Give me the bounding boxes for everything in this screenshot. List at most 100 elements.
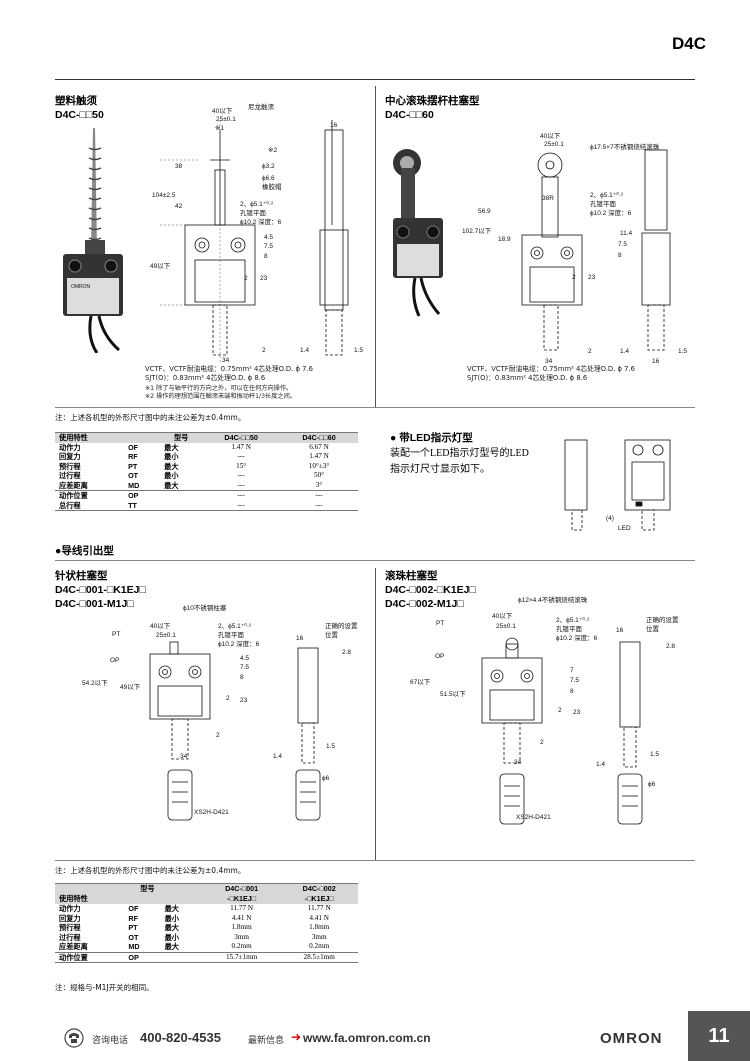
svg-text:2: 2 xyxy=(540,739,544,746)
svg-text:PT: PT xyxy=(436,620,444,627)
svg-text:16: 16 xyxy=(330,122,338,129)
plastic-title: 塑料触须 xyxy=(55,95,97,107)
svg-text:2、ϕ5.1⁺⁰·²: 2、ϕ5.1⁺⁰·² xyxy=(218,622,252,630)
spec-table-2: 型号 使用特性 D4C-□001 -□K1EJ□ D4C-□002 -□K1EJ… xyxy=(55,883,358,963)
svg-text:8: 8 xyxy=(570,688,574,695)
svg-text:2: 2 xyxy=(558,707,562,714)
footer-phone: 400-820-4535 xyxy=(140,1030,221,1045)
svg-text:23: 23 xyxy=(260,275,268,282)
svg-text:4.5: 4.5 xyxy=(240,655,249,662)
svg-text:40以下: 40以下 xyxy=(540,132,561,140)
svg-text:ϕ6: ϕ6 xyxy=(648,781,656,788)
roller-dimension-drawing: 40以下 25±0.1 ϕ17.5×7不锈钢烧结滚珠 38R 2、ϕ5.1⁺⁰·… xyxy=(462,132,687,365)
pin-dimension-drawing: ϕ10不锈钢柱塞 PT 40以下 25±0.1 2、ϕ5.1⁺⁰·² 孔镀平面 … xyxy=(82,603,358,821)
table2-h-usage: 使用特性 xyxy=(59,894,88,903)
svg-text:XS2H-D421: XS2H-D421 xyxy=(194,809,229,816)
plastic-note-4: ※2 操作的理想范围在触须末端和振动杆1/3长度之间。 xyxy=(145,393,296,400)
svg-text:56.9: 56.9 xyxy=(478,208,491,215)
led-text-1: 装配一个LED指示灯型号的LED xyxy=(390,448,529,459)
svg-text:7: 7 xyxy=(570,667,574,674)
pin-title: 针状柱塞型 xyxy=(55,570,108,582)
svg-text:25±0.1: 25±0.1 xyxy=(496,623,516,630)
led-dim-4: (4) xyxy=(606,515,614,522)
svg-text:38R: 38R xyxy=(542,195,554,202)
footer-url[interactable]: www.fa.omron.com.cn xyxy=(303,1031,431,1045)
svg-text:橡胶帽: 橡胶帽 xyxy=(262,182,282,191)
svg-text:1.5: 1.5 xyxy=(650,751,659,758)
svg-text:25±0.1: 25±0.1 xyxy=(544,141,564,148)
omron-logo: OMRON xyxy=(600,1030,663,1047)
top-column-divider xyxy=(375,86,376,407)
top-divider xyxy=(55,79,695,80)
page-number: 11 xyxy=(688,1011,750,1061)
svg-text:※2: ※2 xyxy=(268,147,277,154)
svg-text:2: 2 xyxy=(226,695,230,702)
svg-text:ϕ6: ϕ6 xyxy=(322,775,330,782)
mid-divider-1 xyxy=(55,407,695,408)
ball-model-1: D4C-□002-□K1EJ□ xyxy=(385,584,476,596)
svg-text:51.5以下: 51.5以下 xyxy=(440,690,466,698)
svg-text:7.5: 7.5 xyxy=(570,677,579,684)
table2-h-model: 型号 xyxy=(140,884,155,893)
table1-h-col2: D4C-□□60 xyxy=(302,433,336,442)
svg-text:34: 34 xyxy=(514,759,522,766)
svg-text:XS2H-D421: XS2H-D421 xyxy=(516,814,551,821)
svg-text:ϕ12×4.4不锈钢烧结滚珠: ϕ12×4.4不锈钢烧结滚珠 xyxy=(518,595,588,604)
svg-text:1.5: 1.5 xyxy=(678,348,687,355)
svg-text:54.2以下: 54.2以下 xyxy=(82,679,108,687)
ball-title: 滚珠柱塞型 xyxy=(385,570,438,582)
svg-text:2.8: 2.8 xyxy=(342,649,351,656)
mid-divider-3 xyxy=(55,860,695,861)
svg-text:正确的设置: 正确的设置 xyxy=(646,615,679,624)
svg-text:49以下: 49以下 xyxy=(120,683,141,691)
svg-text:42: 42 xyxy=(175,203,183,210)
svg-text:104±2.5: 104±2.5 xyxy=(152,192,176,199)
table1-h-model: 型号 xyxy=(173,433,189,442)
svg-text:尼龙触须: 尼龙触须 xyxy=(248,102,275,111)
svg-text:11.4: 11.4 xyxy=(620,230,633,237)
svg-text:8: 8 xyxy=(618,252,622,259)
plastic-note-1: VCTF、VCTF耐油电缆：0.75mm² 4芯处理O.D. ϕ 7.6 xyxy=(145,365,313,373)
svg-text:ϕ6.6: ϕ6.6 xyxy=(262,175,275,182)
svg-text:ϕ10.2 深度：6: ϕ10.2 深度：6 xyxy=(590,208,632,217)
table2-h-col2b: -□K1EJ□ xyxy=(304,894,334,903)
svg-text:2: 2 xyxy=(244,275,248,282)
table1-h-usage: 使用特性 xyxy=(59,433,88,442)
svg-text:2: 2 xyxy=(216,732,220,739)
svg-text:40以下: 40以下 xyxy=(492,612,513,620)
svg-text:OP: OP xyxy=(110,657,119,664)
svg-text:位置: 位置 xyxy=(646,624,660,633)
plastic-whisker-photo: OMRON xyxy=(63,128,123,353)
svg-text:位置: 位置 xyxy=(325,630,339,639)
svg-text:25±0.1: 25±0.1 xyxy=(216,116,236,123)
svg-text:25±0.1: 25±0.1 xyxy=(156,632,176,639)
svg-text:1.4: 1.4 xyxy=(596,761,605,768)
lead-out-title: ●导线引出型 xyxy=(55,545,114,557)
table1-header: 使用特性 型号 D4C-□□50 D4C-□□60 xyxy=(55,432,358,443)
svg-text:孔镀平面: 孔镀平面 xyxy=(240,208,267,217)
svg-text:7.5: 7.5 xyxy=(618,241,627,248)
whisker-spring-icon xyxy=(88,128,102,248)
svg-text:2: 2 xyxy=(588,348,592,355)
roller-model: D4C-□□60 xyxy=(385,109,434,121)
roller-note-1: VCTF、VCTF耐油电缆：0.75mm² 4芯处理O.D. ϕ 7.6 xyxy=(467,365,635,373)
svg-text:40以下: 40以下 xyxy=(212,107,233,115)
svg-text:16: 16 xyxy=(616,627,624,634)
svg-text:1.5: 1.5 xyxy=(354,347,363,354)
svg-text:ϕ3.2: ϕ3.2 xyxy=(262,163,275,170)
svg-text:4.5: 4.5 xyxy=(264,234,273,241)
roller-photo xyxy=(393,149,443,317)
table2-header: 型号 使用特性 D4C-□001 -□K1EJ□ D4C-□002 -□K1EJ… xyxy=(55,883,358,904)
svg-text:※1: ※1 xyxy=(215,125,224,132)
svg-text:18.9: 18.9 xyxy=(498,236,511,243)
